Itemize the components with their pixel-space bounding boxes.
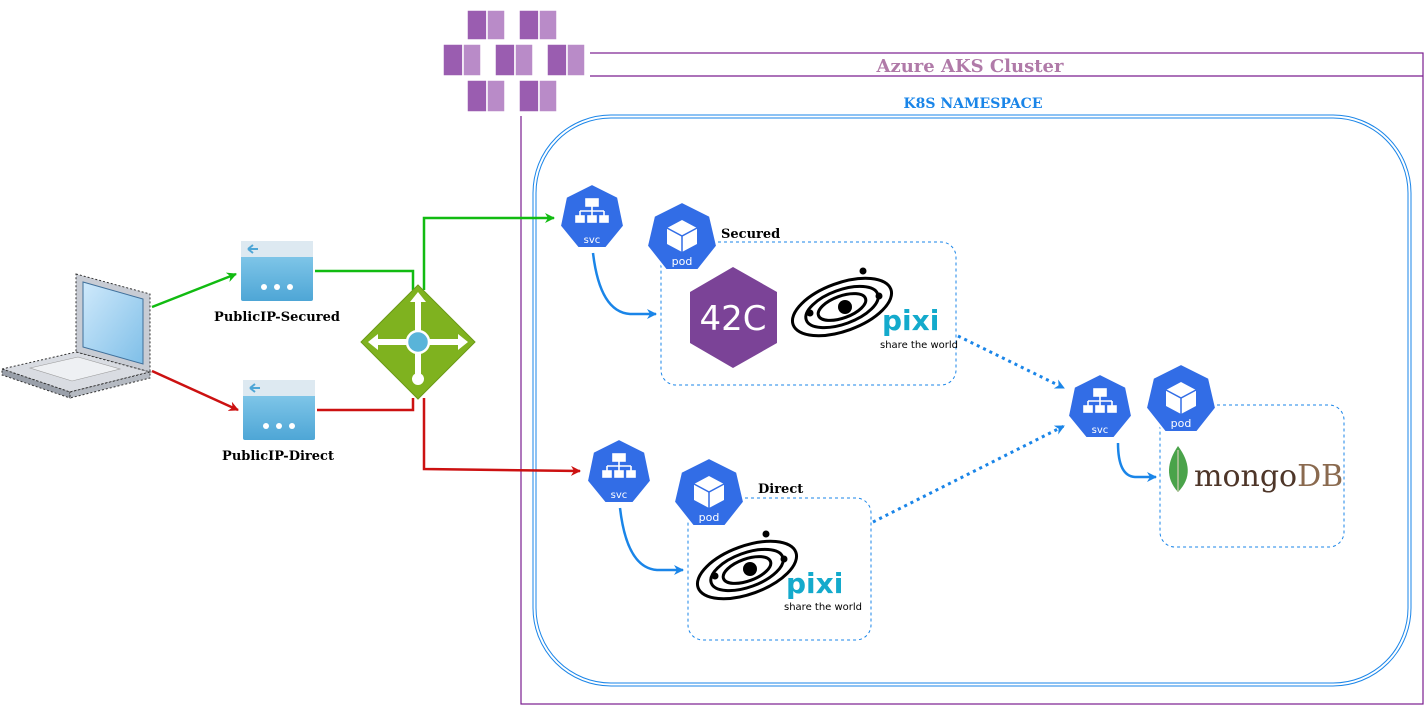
- public-ip-secured-label: PublicIP-Secured: [214, 310, 340, 325]
- direct-pod-badge: pod: [699, 511, 720, 524]
- client-laptop-icon: [0, 273, 152, 399]
- direct-svc-to-pod-arrow: [618, 507, 684, 575]
- direct-pod-label: Direct: [758, 482, 803, 497]
- k8s-namespace-frame: K8S NAMESPACE: [532, 96, 1412, 687]
- secured-pod-box: [660, 241, 957, 386]
- mongodb-logo-icon: mongoDB: [1168, 446, 1343, 494]
- 42crunch-mark: 42C: [699, 299, 766, 339]
- db-pod-icon: pod: [1144, 362, 1218, 433]
- secured-pod-badge: pod: [672, 255, 693, 268]
- namespace-title: K8S NAMESPACE: [903, 96, 1042, 112]
- public-ip-secured-icon: [241, 241, 313, 301]
- direct-pod-icon: pod: [672, 456, 746, 527]
- direct-to-db-link: [872, 424, 1065, 524]
- pixi-logo-direct-icon: pixi share the world: [695, 530, 862, 613]
- db-svc-label: svc: [1092, 425, 1109, 436]
- direct-svc-icon: svc: [585, 437, 653, 504]
- mongodb-word-prefix: mongo: [1194, 459, 1297, 494]
- secured-svc-icon: svc: [558, 182, 626, 249]
- public-ip-direct-label: PublicIP-Direct: [222, 449, 334, 464]
- 42crunch-logo-icon: 42C: [690, 267, 777, 368]
- pixi-wordmark-direct: pixi: [786, 567, 843, 600]
- pixi-tagline-secured: share the world: [880, 340, 958, 351]
- direct-svc-label: svc: [611, 490, 628, 501]
- db-svc-to-pod-arrow: [1116, 442, 1157, 482]
- cluster-title: Azure AKS Cluster: [876, 56, 1065, 77]
- db-svc-icon: svc: [1066, 372, 1134, 439]
- aks-cluster-frame: Azure AKS Cluster: [520, 52, 1424, 705]
- aks-logo-icon: [436, 4, 590, 116]
- db-pod-badge: pod: [1171, 417, 1192, 430]
- public-ip-direct-icon: [243, 380, 315, 440]
- secured-pod-label: Secured: [721, 227, 780, 242]
- secured-svc-to-pod-arrow: [591, 252, 657, 319]
- secured-svc-label: svc: [584, 235, 601, 246]
- secured-to-db-link: [957, 334, 1065, 390]
- pixi-wordmark-secured: pixi: [882, 304, 939, 337]
- secured-pod-icon: pod: [645, 200, 719, 271]
- mongodb-word-suffix: DB: [1297, 459, 1343, 494]
- pixi-logo-secured-icon: pixi share the world: [790, 267, 958, 351]
- pixi-tagline-direct: share the world: [784, 602, 862, 613]
- secured-connector: [151, 213, 555, 309]
- db-pod-box: [1159, 404, 1345, 548]
- svg-text:mongoDB: mongoDB: [1194, 459, 1343, 494]
- direct-connector: [151, 369, 581, 476]
- application-gateway-icon: [360, 284, 476, 400]
